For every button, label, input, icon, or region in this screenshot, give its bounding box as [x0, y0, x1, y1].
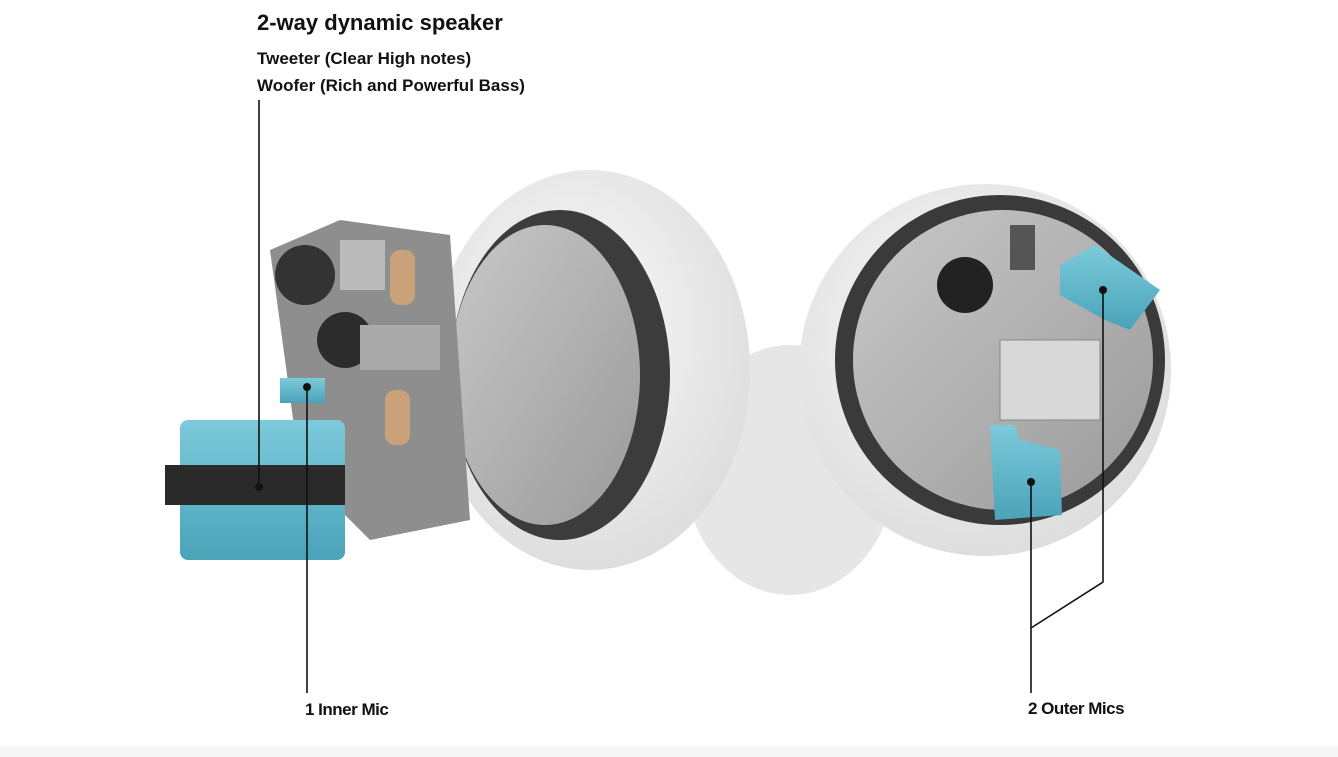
outer-mic-top: [1060, 245, 1160, 330]
inner-mic: [280, 378, 325, 403]
woofer-label: Woofer (Rich and Powerful Bass): [257, 76, 525, 95]
speaker-heading: 2-way dynamic speaker: [257, 10, 503, 35]
outer-mic-bottom: [990, 425, 1062, 520]
inner-mic-label: 1 Inner Mic: [305, 700, 389, 719]
bottom-band: [0, 746, 1338, 757]
tweeter-label: Tweeter (Clear High notes): [257, 49, 472, 68]
callout-lines: [258, 100, 1104, 693]
outer-mics-label: 2 Outer Mics: [1028, 699, 1125, 718]
left-earbud: [165, 170, 750, 570]
right-earbud: [685, 184, 1171, 595]
callout-dots: [255, 286, 1107, 491]
